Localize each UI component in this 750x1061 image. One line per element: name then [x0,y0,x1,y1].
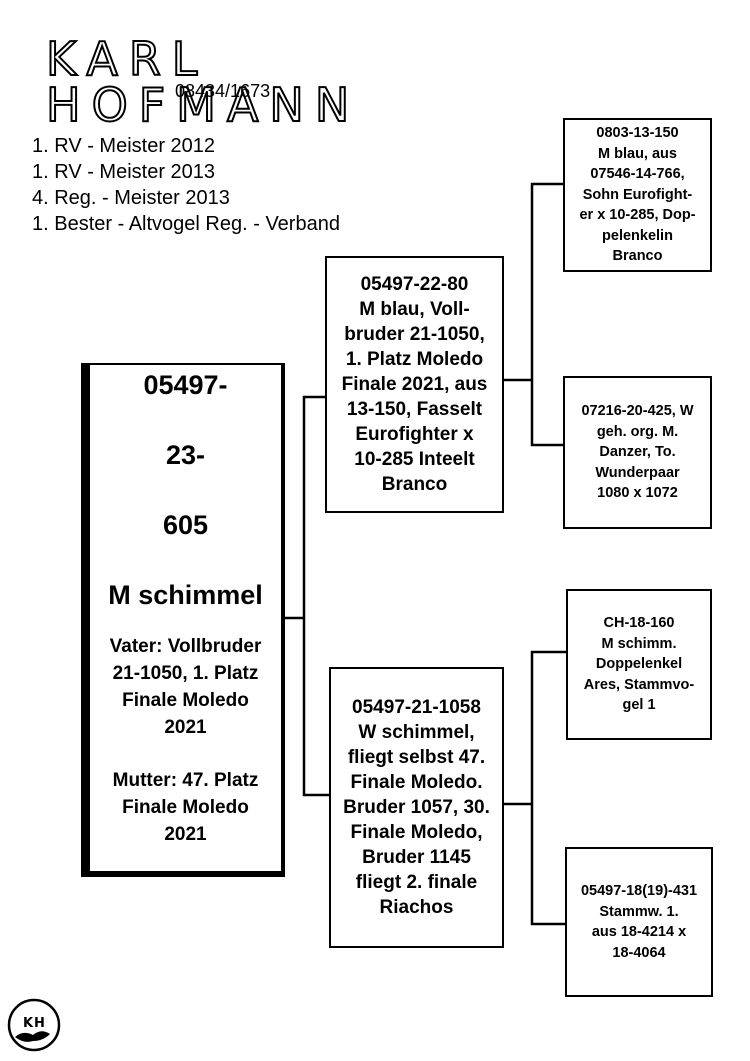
mother-info-line: Finale Moledo [122,797,249,818]
mother-info-line: Mutter: 47. Platz [112,770,259,791]
card-line: 07216-20-425, W [581,403,694,420]
breeder-number: 08434/1673 [175,81,271,101]
card-line: M blau, aus [598,145,677,162]
card-line: CH-18-160 [603,615,675,632]
card-line: geh. org. M. [596,423,679,440]
svg-text:K: K [23,1016,34,1031]
card-line: 1. Platz Moledo [345,349,484,370]
card-line: M blau, Voll- [359,299,470,320]
father-card: 05497-22-80 M blau, Voll- bruder 21-1050… [325,256,504,513]
card-line: bruder 21-1050, [344,324,485,345]
card-line: M schimm. [601,635,677,652]
father-info-line: 21-1050, 1. Platz [112,663,259,684]
card-line: Stammw. 1. [599,903,679,920]
subject-bird-card: 05497- 23- 605 M schimmel Vater: Vollbru… [81,363,285,877]
achievement-item: 4. Reg. - Meister 2013 [32,187,230,209]
paternal-grandfather-card: 0803-13-150 M blau, aus 07546-14-766, So… [563,118,712,272]
card-line: 0803-13-150 [596,125,679,142]
card-line: gel 1 [622,697,656,714]
father-info-line: 2021 [164,717,207,738]
card-line: W schimmel, [358,722,475,743]
card-line: aus 18-4214 x [591,924,687,940]
card-line: Riachos [379,897,454,918]
achievements-list: 1. RV - Meister 2012 1. RV - Meister 201… [32,133,340,237]
card-line: Eurofighter x [355,424,474,445]
card-line: 05497-18(19)-431 [580,883,698,899]
card-line: Finale Moledo, [350,822,483,843]
maternal-grandfather-card: CH-18-160 M schimm. Doppelenkel Ares, St… [566,589,712,740]
achievement-item: 1. RV - Meister 2013 [32,161,216,183]
maternal-grandmother-card: 05497-18(19)-431 Stammw. 1. aus 18-4214 … [565,847,713,997]
card-line: pelenkelin [602,227,673,244]
card-line: Danzer, To. [599,444,676,461]
card-line: Finale 2021, aus [341,374,488,395]
paternal-grandmother-card: 07216-20-425, W geh. org. M. Danzer, To.… [563,376,712,529]
ring-number-part: 23- [165,440,206,470]
bird-description: M schimmel [108,580,263,610]
ring-number-part: 605 [162,510,209,540]
card-line: Sohn Eurofight- [582,186,693,203]
achievement-item: 1. Bester - Altvogel Reg. - Verband [32,213,340,235]
achievement-item: 1. RV - Meister 2012 [32,135,216,157]
card-line: Branco [612,248,663,265]
mother-card: 05497-21-1058 W schimmel, fliegt selbst … [329,667,504,948]
card-line: fliegt 2. finale [355,872,478,893]
card-line: Wunderpaar [595,464,680,481]
father-info-line: Finale Moledo [122,690,249,711]
card-line: Doppelenkel [595,656,683,673]
card-line: Ares, Stammvo- [583,676,695,693]
card-line: Bruder 1057, 30. [343,797,490,818]
ring-number-part: 05497- [143,370,228,400]
breeder-name: KARL HOFMANN [45,32,361,132]
card-line: er x 10-285, Dop- [579,207,696,224]
card-line: fliegt selbst 47. [347,747,486,768]
father-info-line: Vater: Vollbruder [109,636,262,657]
card-line: 10-285 Inteelt [354,449,475,470]
svg-text:H: H [34,1016,45,1031]
card-line: 18-4064 [612,944,666,961]
mother-info-line: 2021 [164,824,207,845]
card-line: Branco [381,474,448,495]
card-line: 1080 x 1072 [597,485,678,502]
card-line: 07546-14-766, [590,166,685,183]
card-line: Bruder 1145 [362,847,471,868]
kh-logo-icon: K H [7,998,61,1052]
card-line: Finale Moledo. [350,772,483,793]
card-line: 05497-22-80 [360,274,469,295]
card-line: 05497-21-1058 [352,697,481,718]
card-line: 13-150, Fasselt [346,399,483,420]
